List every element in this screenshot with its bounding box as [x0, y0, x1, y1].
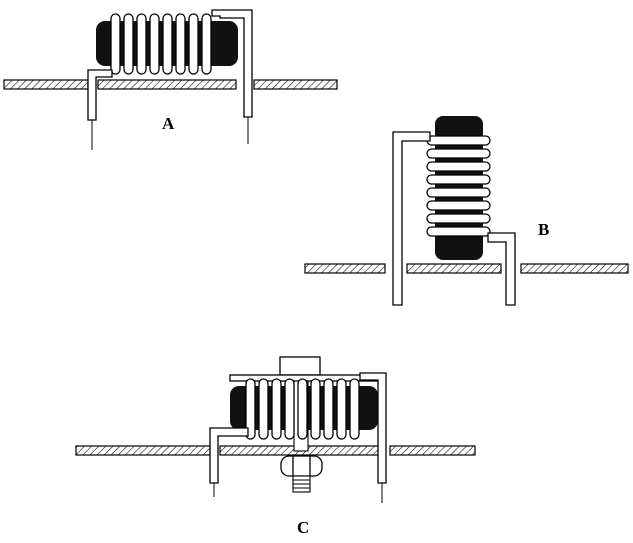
coil-b — [426, 135, 491, 237]
figure-a-label: A — [162, 114, 175, 133]
lead-right-c — [359, 372, 387, 484]
board-c — [75, 445, 476, 456]
board-b — [304, 263, 629, 274]
lead-left-a — [87, 69, 113, 121]
figure-c: C — [75, 356, 476, 537]
bolt-thread-c — [292, 475, 311, 493]
figure-a: A — [3, 9, 338, 150]
lead-right-a — [211, 9, 253, 118]
lead-right-b — [487, 232, 516, 306]
bolt-head-c — [279, 356, 321, 376]
lead-left-c — [209, 427, 249, 484]
coil-c — [245, 378, 360, 440]
figure-c-label: C — [297, 518, 309, 537]
figure-b: B — [304, 116, 629, 306]
lead-left-b — [392, 131, 431, 306]
nut-c — [280, 455, 323, 477]
coil-a — [110, 13, 212, 75]
board-a — [3, 79, 338, 90]
figure-b-label: B — [538, 220, 549, 239]
